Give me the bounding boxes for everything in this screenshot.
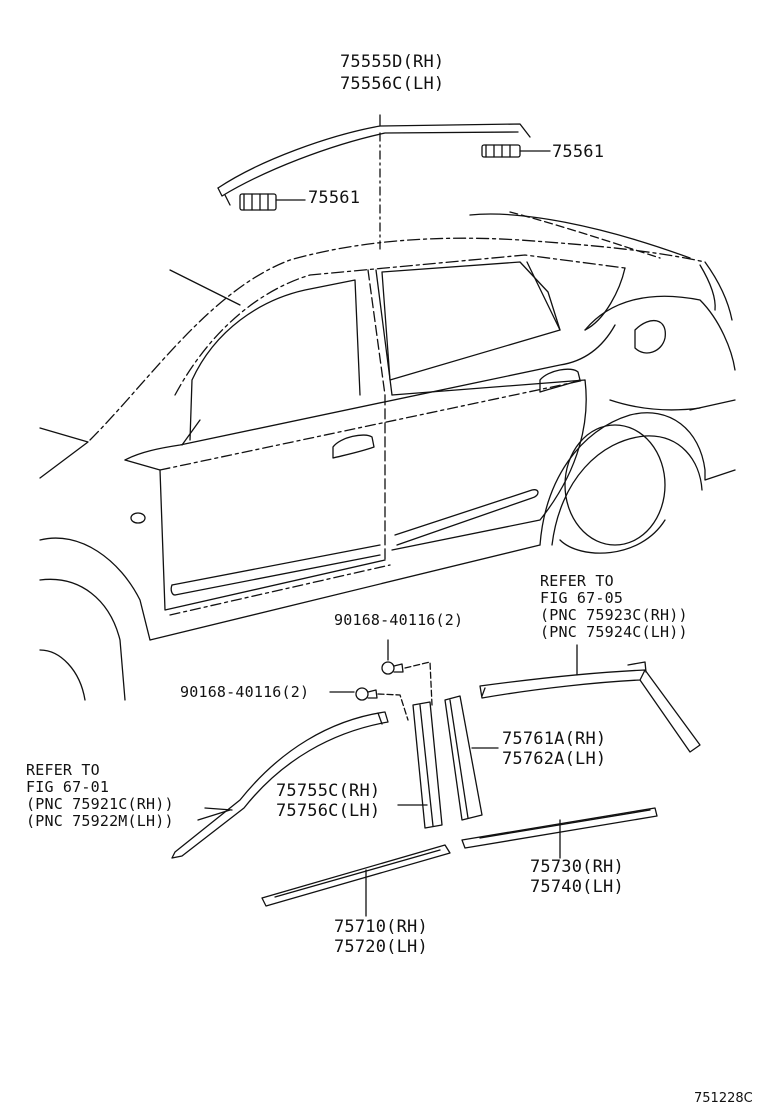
bolt-lower-label: 90168-40116(2) — [180, 683, 310, 701]
clip-right-icon — [481, 144, 551, 158]
roof-molding-lh-label: 75556C(LH) — [340, 74, 445, 94]
rear-belt-molding-lh-label: 75740(LH) — [530, 877, 624, 897]
clip-right-label: 75561 — [552, 142, 605, 162]
rear-belt-molding — [461, 807, 658, 859]
bolt-upper-icon — [381, 639, 433, 706]
rear-belt-molding-rh-label: 75730(RH) — [530, 857, 624, 877]
pillar-garnish-front-rh-label: 75755C(RH) — [276, 781, 381, 801]
illustration-code: 751228C — [694, 1091, 753, 1106]
rear-door-frame-molding — [479, 644, 701, 753]
pillar-garnish-front-lh-label: 75756C(LH) — [276, 801, 381, 821]
rear-ref-line-1: REFER TO — [540, 572, 614, 590]
pillar-garnish-rear — [444, 695, 499, 821]
pillar-garnish-front — [397, 701, 443, 829]
front-ref-line-3: (PNC 75921C(RH)) — [26, 795, 174, 813]
vehicle-body-outline — [39, 211, 736, 701]
clip-left-label: 75561 — [308, 188, 361, 208]
clip-left-icon — [239, 193, 306, 211]
front-ref-line-4: (PNC 75922M(LH)) — [26, 812, 174, 830]
bolt-lower-icon — [329, 687, 409, 721]
front-door-frame-molding — [171, 711, 389, 859]
pillar-garnish-rear-rh-label: 75761A(RH) — [502, 729, 607, 749]
pillar-garnish-rear-lh-label: 75762A(LH) — [502, 749, 607, 769]
roof-drip-molding — [217, 114, 531, 251]
front-ref-line-1: REFER TO — [26, 761, 100, 779]
front-belt-molding-rh-label: 75710(RH) — [334, 917, 428, 937]
front-ref-line-2: FIG 67-01 — [26, 778, 110, 796]
front-belt-molding-lh-label: 75720(LH) — [334, 937, 428, 957]
rear-ref-line-2: FIG 67-05 — [540, 589, 624, 607]
rear-ref-line-3: (PNC 75923C(RH)) — [540, 606, 688, 624]
rear-ref-line-4: (PNC 75924C(LH)) — [540, 623, 688, 641]
front-ref-leader-line — [204, 807, 233, 811]
front-belt-molding — [261, 844, 451, 917]
bolt-upper-label: 90168-40116(2) — [334, 611, 464, 629]
roof-molding-rh-label: 75555D(RH) — [340, 52, 445, 72]
